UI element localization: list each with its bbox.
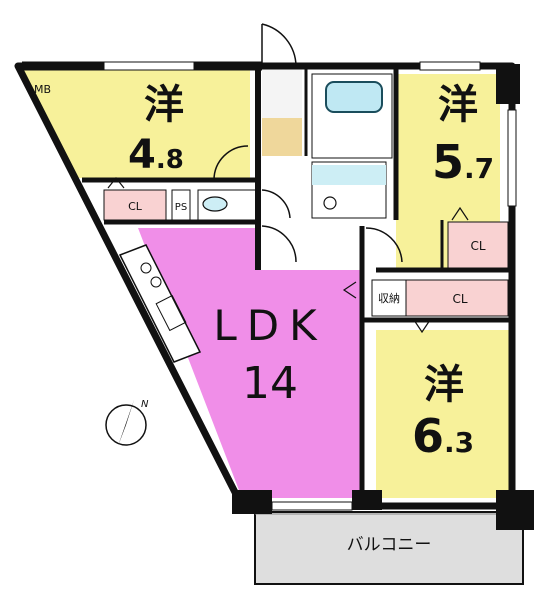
stove-burner-2 [150,276,162,288]
compass-north-label: N [141,399,149,410]
ldk-door-arc [261,225,297,263]
compass-needle [118,400,134,446]
window-bottom [271,501,353,511]
cl-label-c: CL [452,292,467,306]
window-top-a [103,61,195,71]
room-a-size: 4.8 [128,132,184,178]
storage-label: 収納 [378,292,400,305]
column-se [496,490,534,530]
western-room-a [22,68,250,178]
column-sw [232,490,272,514]
western-room-c [376,330,510,498]
hallway-floor [262,118,302,156]
ldk-size: 14 [242,358,298,409]
ldk-name: LDK [213,301,326,350]
mb-label: MB [34,83,51,96]
toilet-door-arc [261,189,291,219]
kitchen-counter [118,244,202,363]
ldk-room [138,228,362,498]
storage-box [371,279,407,317]
room-a-door-arc [213,145,249,181]
toilet [202,196,228,212]
room-b-size: 5.7 [432,135,494,189]
cl-label-b: CL [470,239,485,253]
closet-a-doors [107,177,125,189]
kitchen-sink [155,294,187,332]
window-right [507,109,517,207]
room-a-kanji: 洋 [144,82,184,128]
closet-c-doors [413,319,431,334]
entry-tile [262,68,302,118]
closet-b-doors [451,206,469,221]
storage-doors [342,281,357,299]
closet-a [103,189,167,221]
column-ne [496,64,520,104]
room-b-kanji: 洋 [438,82,478,128]
room-c-size: 6.3 [412,409,474,463]
entry-door-arc [261,23,297,67]
cl-label-a: CL [128,200,143,213]
column-mid [352,490,382,510]
wash-basin [323,196,337,210]
wash-counter [312,165,386,185]
room-c-kanji: 洋 [424,362,464,408]
ps-label: PS [175,202,187,213]
room-c-door-arc [365,227,403,263]
stove-burner [140,262,152,274]
bathtub [325,81,383,113]
balcony-area [254,511,524,585]
balcony-label: バルコニー [347,535,432,555]
window-top-b [419,61,481,71]
